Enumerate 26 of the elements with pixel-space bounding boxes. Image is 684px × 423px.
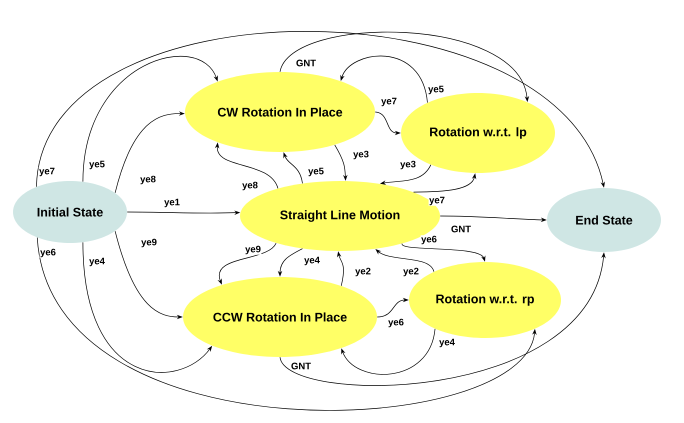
arrow [341, 328, 436, 375]
edge-label: ye4 [304, 256, 320, 266]
edge-label: ye8 [140, 175, 156, 185]
edge-label: ye5 [308, 167, 324, 177]
edge-label: ye3 [352, 150, 370, 160]
edge-label: ye3 [400, 160, 416, 170]
edge-label: ye4 [88, 257, 106, 267]
edge-label: ye4 [438, 338, 456, 348]
edge-label: ye9 [140, 238, 158, 248]
edge-label: GNT [296, 59, 316, 67]
edge-label: ye8 [242, 181, 258, 191]
edge-label: ye1 [164, 198, 180, 208]
edge-label: ye2 [354, 267, 372, 277]
arrow [82, 56, 218, 182]
edge-label: ye7 [428, 196, 446, 206]
edge-label: ye9 [244, 245, 262, 255]
edge-label: ye5 [88, 160, 106, 170]
edge-label: GNT [290, 362, 312, 370]
edge-label: GNT [450, 225, 472, 233]
edge-label: ye6 [388, 318, 404, 328]
arrow [340, 56, 428, 103]
edge-label: ye7 [380, 97, 398, 107]
edge-label: ye6 [40, 248, 56, 258]
edge-label: ye5 [428, 85, 444, 95]
edge-label: ye7 [38, 167, 56, 177]
edge-label: ye6 [420, 235, 438, 245]
